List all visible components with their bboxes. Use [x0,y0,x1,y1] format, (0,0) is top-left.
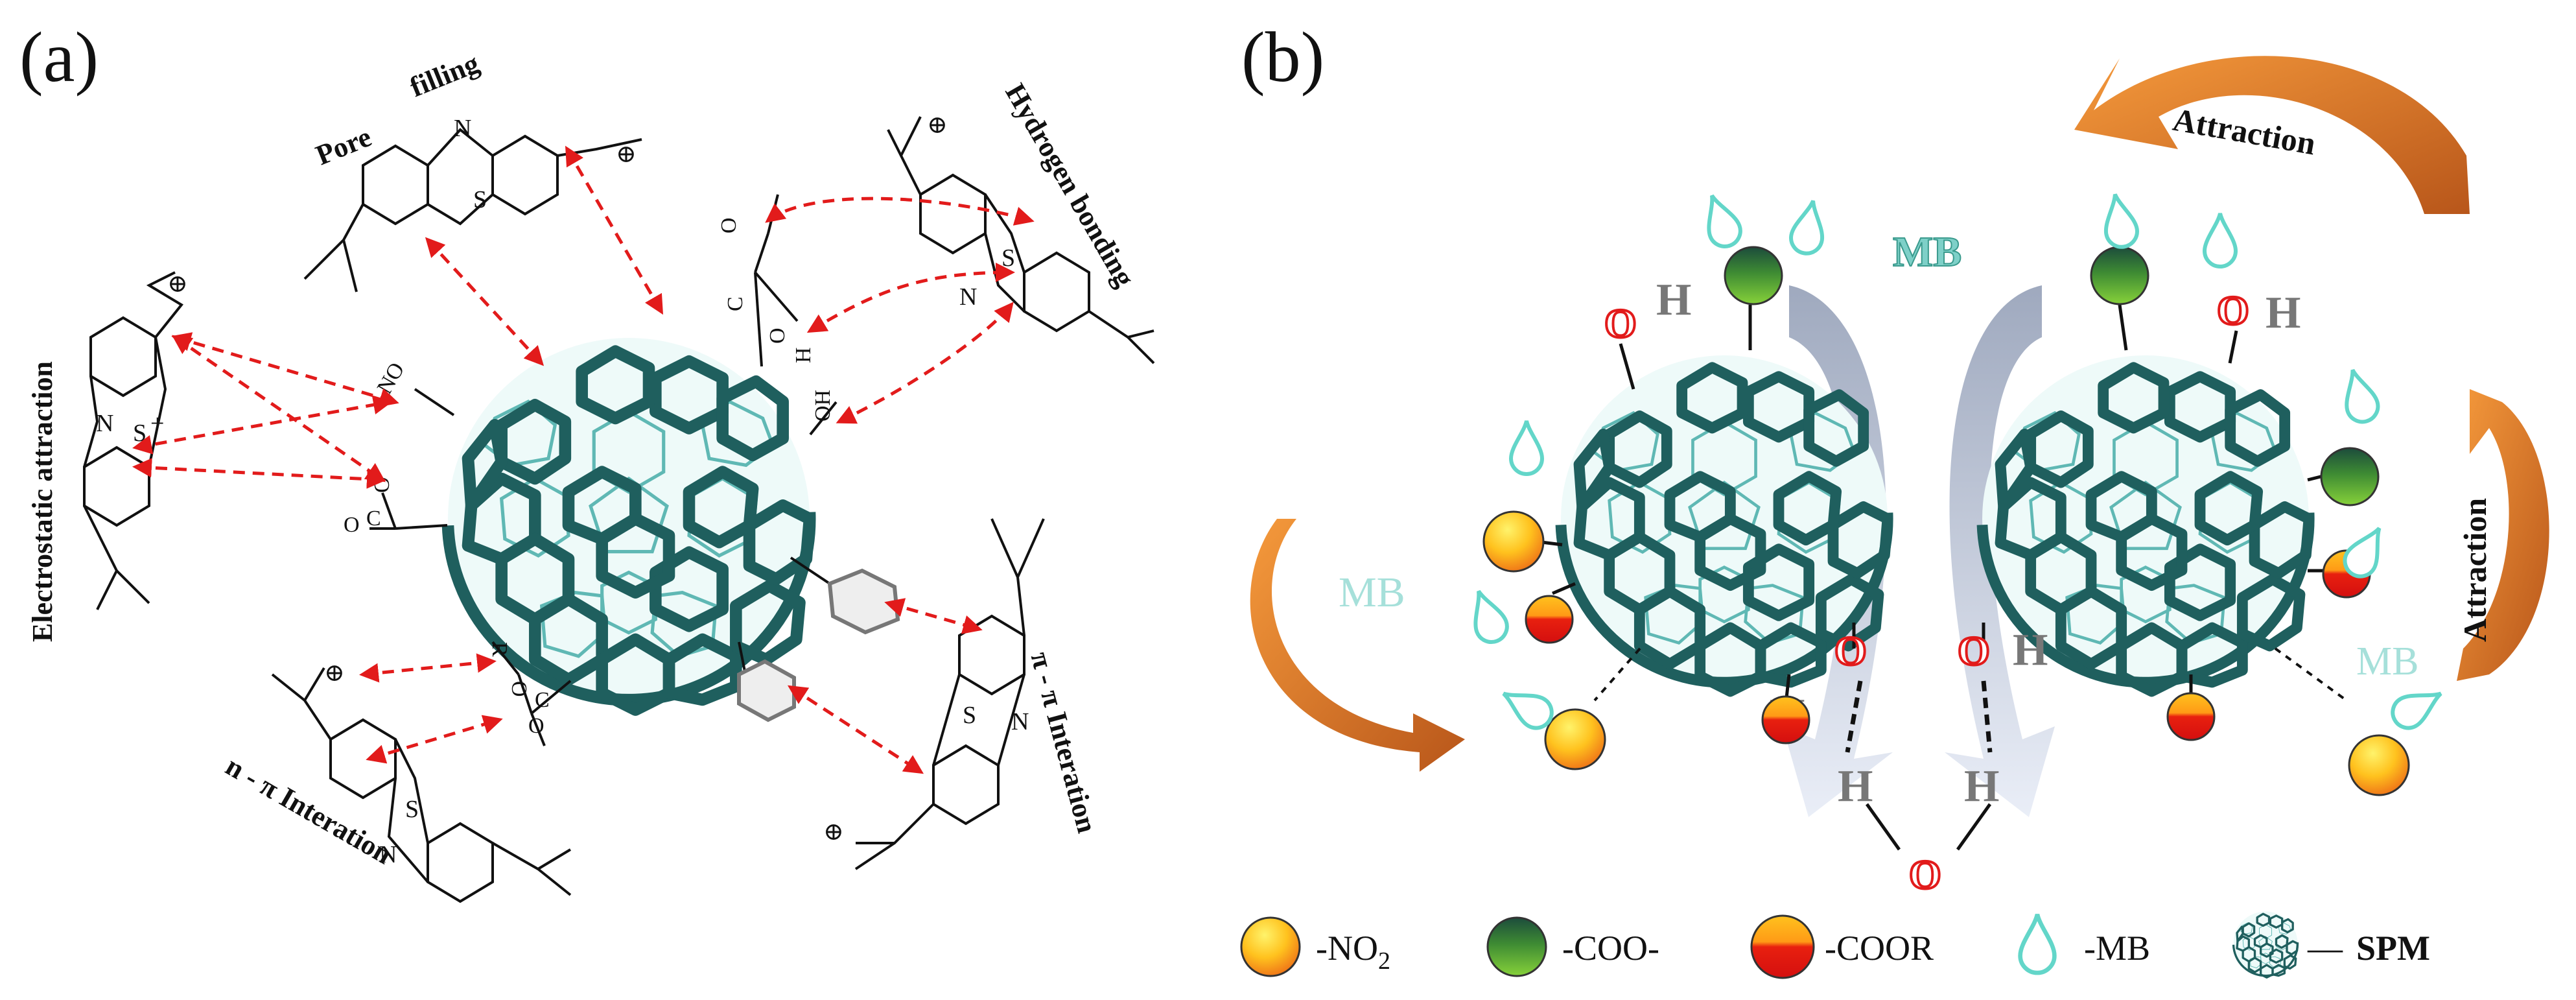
panel-a-phenyl-rings [737,568,900,722]
atom-nplus-left: ⊕ [167,270,188,298]
atom-plus-bottomright: ⊕ [823,818,844,846]
legend-mb-label: -MB [2084,929,2150,968]
o-atom-left-top: O [1604,300,1637,346]
legend-no2-label: -NO2 [1316,929,1390,975]
panel-a-interaction-arrows [132,145,1035,774]
legend: -NO2 -COO- -COOR -MB — SPM [1240,910,2430,979]
atom-s-top: S [473,186,487,213]
atom-s-bottomleft: S [405,796,419,823]
no2-group-3 [2348,734,2410,796]
mb-drop-5 [1788,198,1829,256]
attraction-arrow-left [1250,519,1465,772]
panel-b-dashed-bonds [1593,647,2348,702]
h-atom-water-right: H [1964,761,1999,811]
label-electrostatic: Electrostatic attraction [27,361,58,642]
coo-group-1 [1724,246,1783,305]
label-no2: NO [373,359,410,398]
h-atom-right-bottom: H [2013,625,2048,675]
label-filling: filling [405,47,483,104]
coo-group-3 [2320,447,2380,506]
atom-plus-left: + [150,410,164,437]
legend-coo-swatch [1486,916,1547,977]
atom-s-bottomright: S [963,702,976,729]
label-c-bottom: C [535,688,550,712]
atom-n-bottomleft: N [379,841,397,868]
no2-group-1 [1482,510,1545,573]
label-oh: OH [811,390,835,422]
panel-b-oxygen-atoms: O O O O O [1603,286,2251,899]
o-atom-right-bottom: O [1958,628,1990,674]
panel-a-label: (a) [19,18,99,97]
legend-coo-label: -COO- [1562,929,1659,968]
atom-n-bottomright: N [1011,708,1029,735]
no2-group-2 [1544,708,1606,770]
atom-n-top: N [454,115,471,142]
legend-spm-label: SPM [2356,929,2430,968]
legend-mb-swatch [2020,914,2055,973]
h-atom-left-top: H [1656,275,1691,325]
label-r: R [487,642,511,657]
atom-n-left: N [96,410,113,437]
o-atom-water: O [1909,851,1941,898]
label-o-mid: O [766,327,790,344]
attraction-label-top: Attraction [2170,101,2319,162]
atom-plus-bottomleft: ⊕ [324,660,345,687]
attraction-label-right: Attraction [2457,498,2493,642]
label-o-top: O [717,217,741,233]
label-c-top: C [723,296,747,311]
coor-group-2 [1761,695,1810,744]
mb-drop-10 [2387,680,2448,734]
panel-b-hbonds [1845,680,1993,753]
o-atom-right-top: O [2217,287,2249,333]
atom-n-plus-top: ⊕ [616,141,637,168]
flow-arrow-right [1945,285,2055,817]
label-c-left: C [366,506,381,530]
legend-no2-swatch [1240,916,1301,977]
atom-n-right: N [959,283,977,311]
o-atom-left-bottom: O [1834,628,1867,674]
coo-group-2 [2090,246,2149,305]
panel-a-mb-molecules [83,116,1155,903]
h-atom-water-left: H [1838,761,1873,811]
label-pi-pi: π - π Interation [1024,649,1103,836]
coor-group-1 [1525,595,1574,644]
mb-drop-8 [2337,366,2382,425]
panel-a-group-labels: O C O H OH NO O C O R O C O [344,217,835,738]
legend-coor-swatch [1750,914,1815,979]
label-o-bottom2: O [528,714,544,738]
panel-b-label: (b) [1241,18,1324,97]
coor-group-4 [2166,692,2216,741]
atom-s-right: S [1001,244,1015,272]
legend-coor-label: -COOR [1825,929,1934,968]
mb-drop-7 [2205,213,2236,267]
attraction-arrow-top [2074,56,2470,214]
panel-a-substituents [369,194,837,746]
mb-drop-2 [1464,586,1511,646]
attraction-arrow-right [2457,389,2549,681]
panel-b-functional-groups [1482,246,2410,796]
label-o-bottom: O [507,681,531,697]
label-n-pi: n - π Interation [220,750,397,870]
mb-label-left: MB [1339,569,1405,616]
h-atom-right-top: H [2266,288,2301,338]
atom-s-left: S [133,420,146,447]
label-h-top: H [791,347,815,363]
mb-drop-4 [1697,190,1744,250]
legend-spm-swatch [2232,910,2299,979]
mb-drop-1 [1511,421,1542,474]
legend-spm-dash: — [2307,929,2343,968]
panel-b-water-bonds [1865,803,1992,851]
mb-drop-6 [2100,191,2140,249]
mb-label-right: MB [2356,639,2418,684]
mb-label-top: MB [1893,228,1961,276]
atom-plus-right: ⊕ [927,112,948,139]
label-o-left: O [344,513,360,537]
